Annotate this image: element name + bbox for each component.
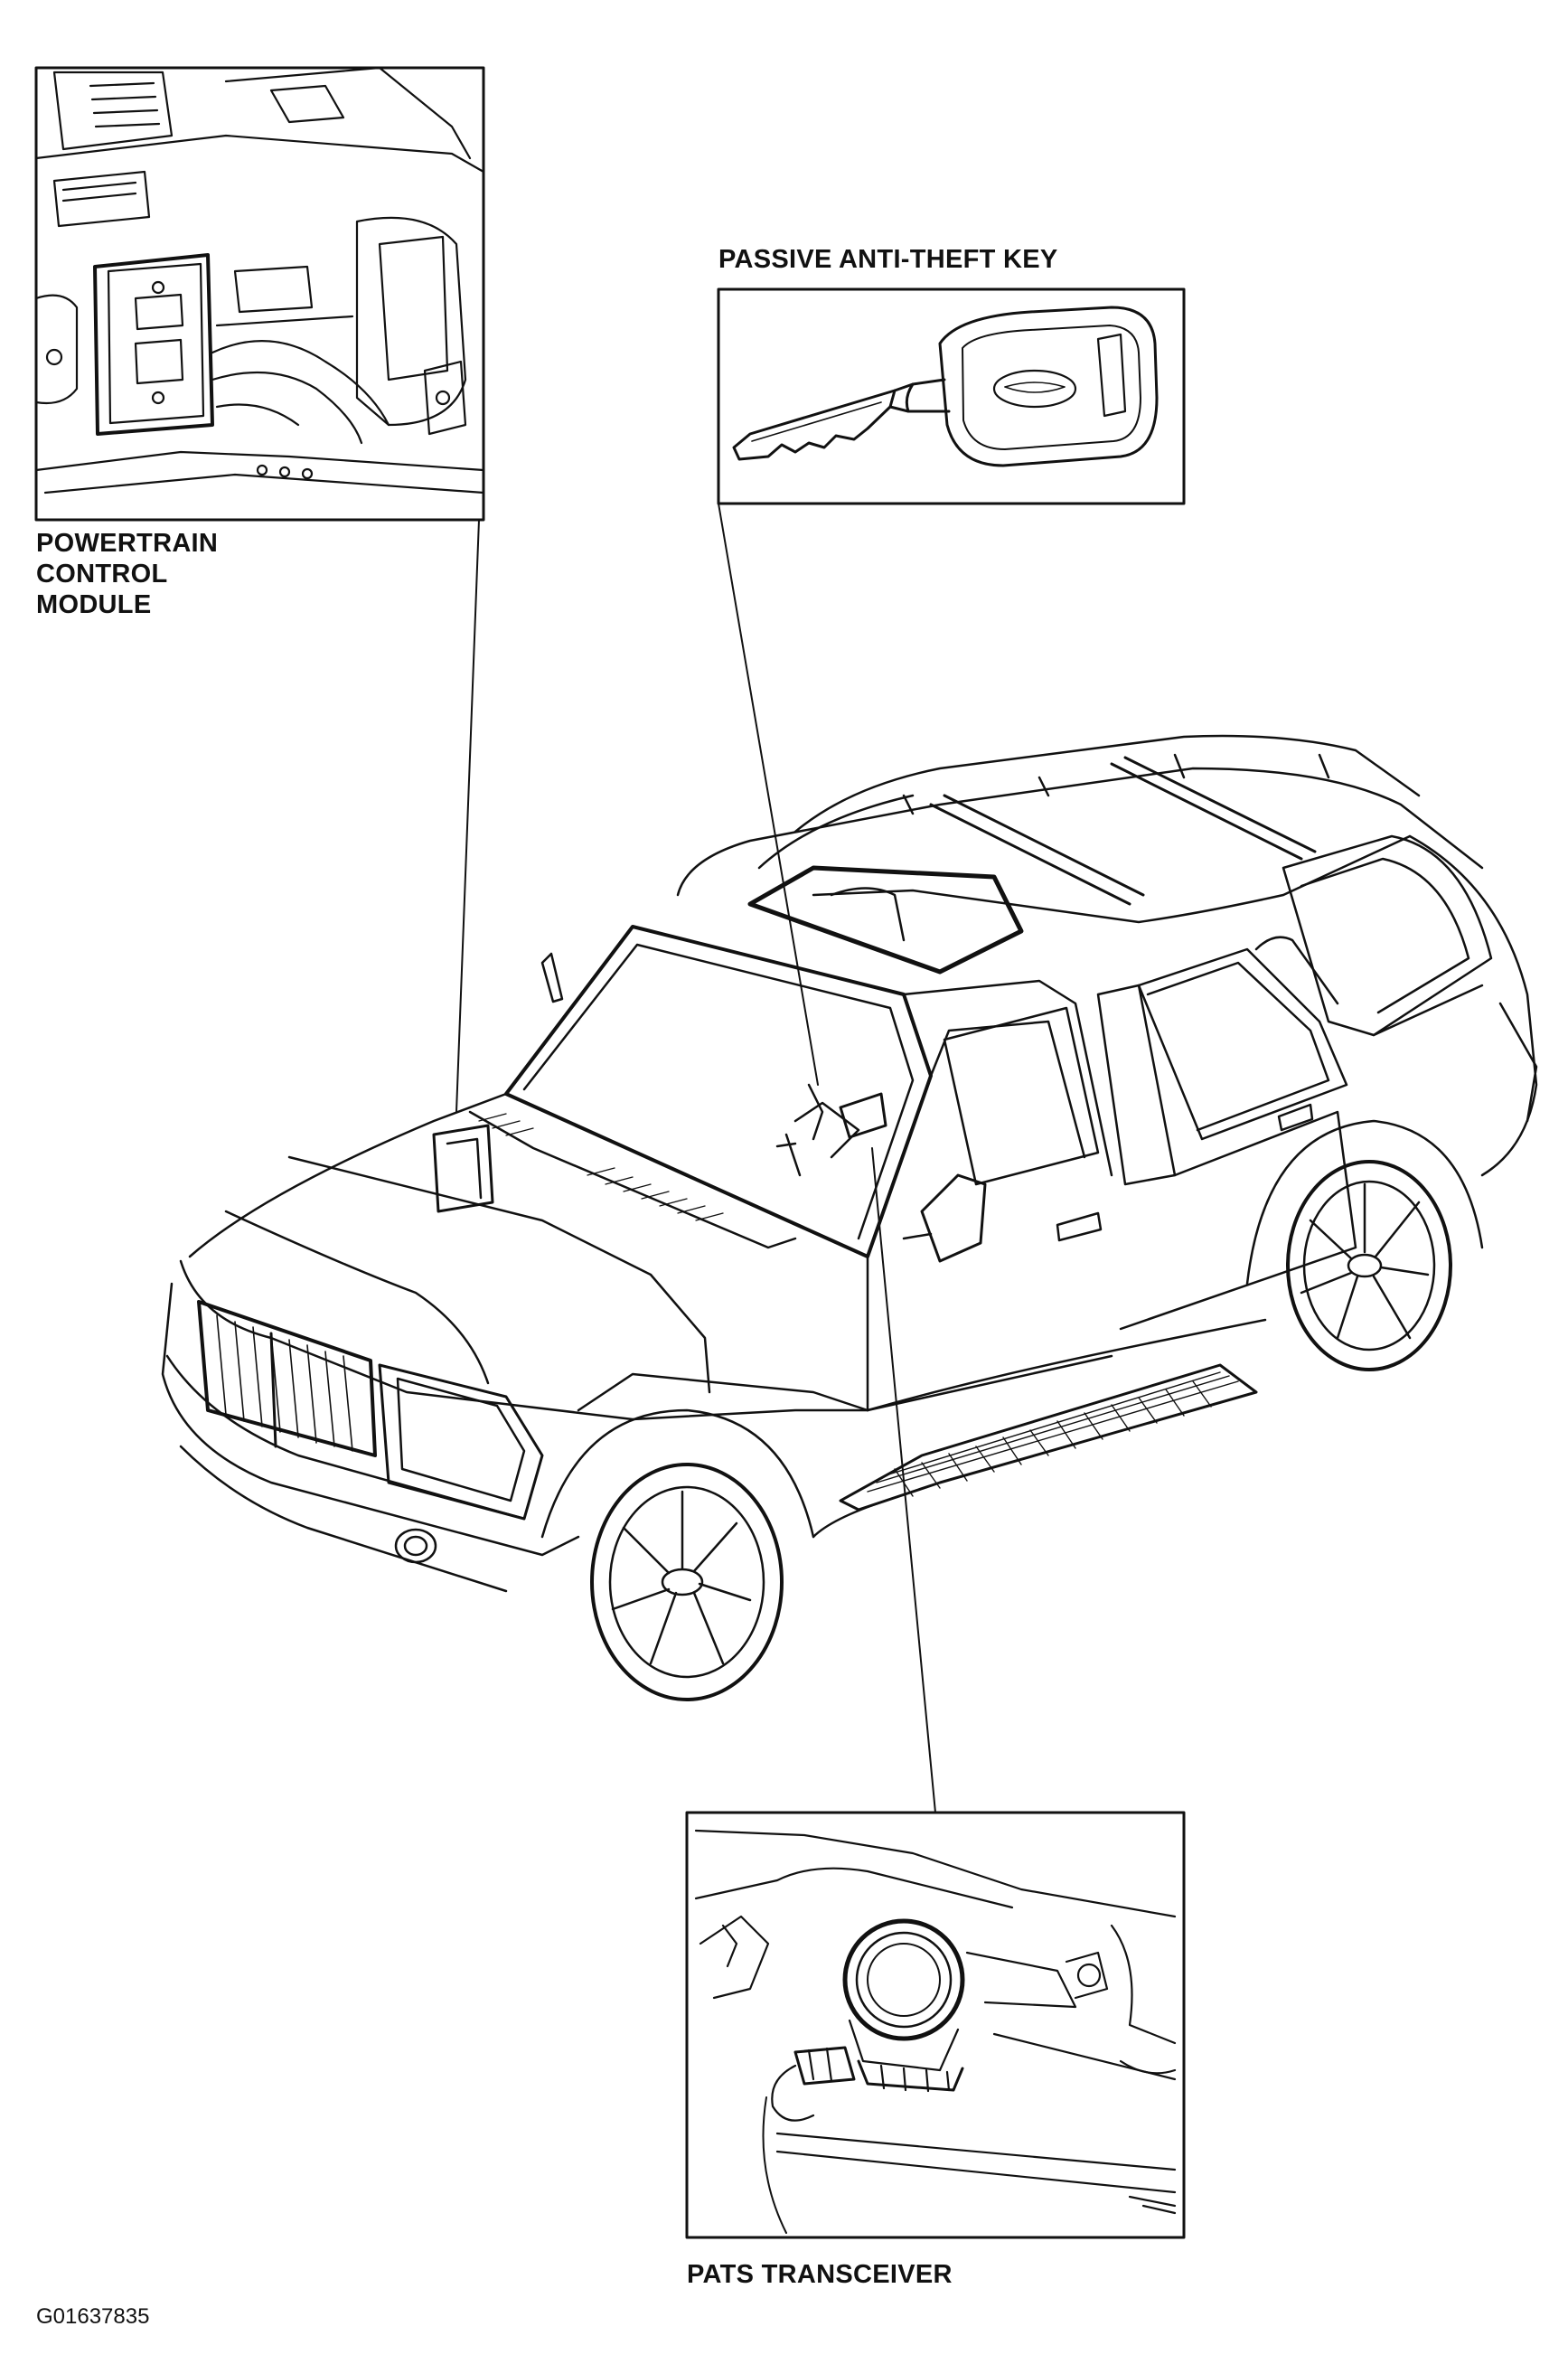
leader-lines — [455, 503, 936, 1813]
pcm-label-line-1: POWERTRAIN — [36, 529, 219, 558]
powertrain-control-module-label: POWERTRAIN CONTROL MODULE — [36, 528, 334, 620]
pats-transceiver-inset — [685, 1811, 1186, 2239]
pcm-detail-inset — [34, 66, 485, 522]
pcm-label-line-3: MODULE — [36, 590, 152, 619]
passive-anti-theft-key-label: PASSIVE ANTI-THEFT KEY — [718, 245, 1058, 274]
key-detail-inset — [717, 287, 1186, 505]
pats-transceiver-label: PATS TRANSCEIVER — [687, 2260, 953, 2289]
vehicle-illustration — [161, 734, 1538, 1701]
figure-id: G01637835 — [36, 2304, 150, 2329]
pcm-label-line-2: CONTROL — [36, 560, 168, 589]
